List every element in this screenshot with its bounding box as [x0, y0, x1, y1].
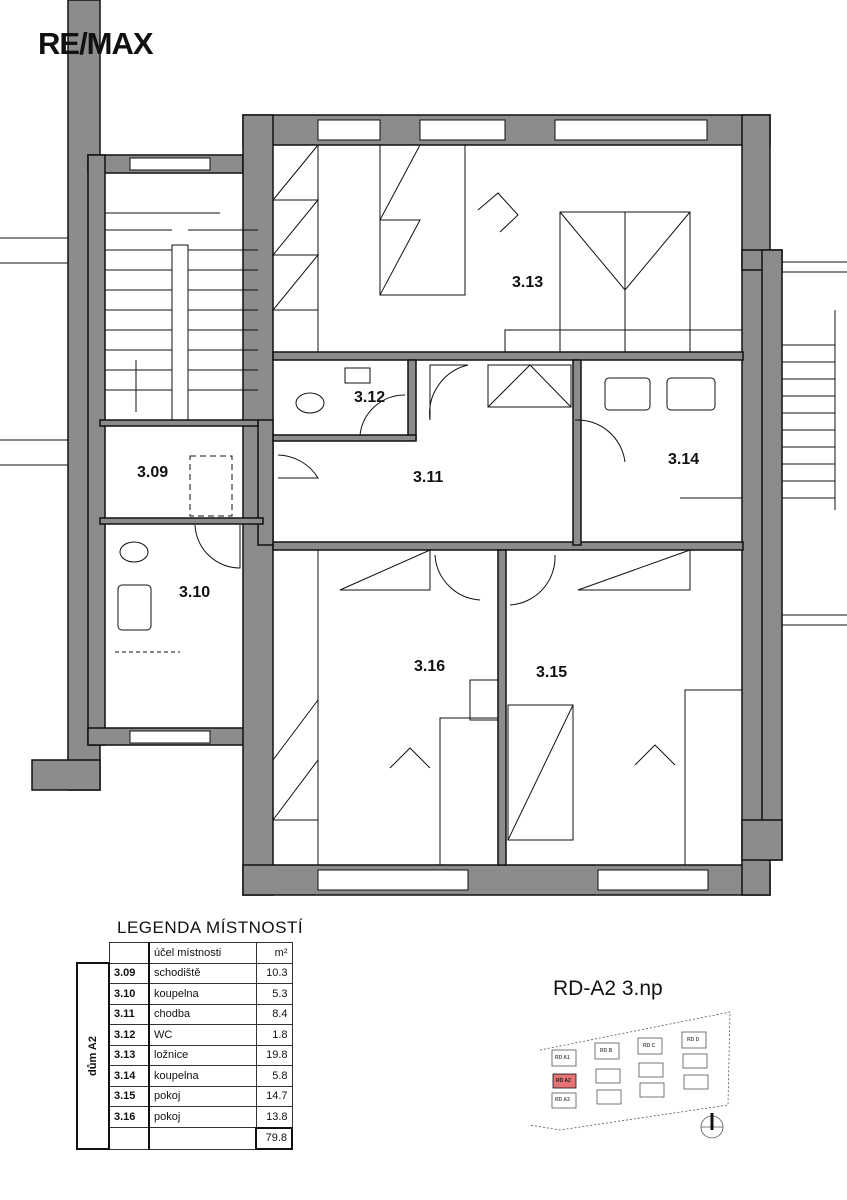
- site-label: RD A1: [555, 1055, 570, 1061]
- legend-side-label: dům A2: [87, 1036, 99, 1076]
- windows: [129, 119, 709, 891]
- legend-use: schodiště: [148, 962, 257, 984]
- site-label: RD B: [600, 1048, 613, 1054]
- legend-area: 14.7: [255, 1085, 293, 1107]
- legend-use: ložnice: [148, 1044, 257, 1066]
- room-label-3-10: 3.10: [179, 584, 211, 601]
- site-label: RD D: [687, 1037, 700, 1043]
- legend-area: 5.3: [255, 983, 293, 1005]
- legend-num: 3.16: [108, 1106, 150, 1128]
- legend-num: 3.09: [108, 962, 150, 984]
- legend-area: 1.8: [255, 1024, 293, 1046]
- legend-area: 10.3: [255, 962, 293, 984]
- exterior-stairs: [782, 344, 835, 499]
- interior-stairs: [105, 212, 258, 421]
- legend-header-area: m²: [255, 942, 293, 964]
- legend-header-use: účel místnosti: [148, 942, 257, 964]
- legend-num: 3.12: [108, 1024, 150, 1046]
- legend-use: pokoj: [148, 1085, 257, 1107]
- legend-num: 3.11: [108, 1003, 150, 1025]
- remax-logo: RE/MAX: [38, 26, 154, 61]
- legend-num: 3.15: [108, 1085, 150, 1107]
- legend-num: 3.14: [108, 1065, 150, 1087]
- room-label-3-14: 3.14: [668, 451, 700, 468]
- room-label-3-13: 3.13: [512, 274, 544, 291]
- legend-total: 79.8: [255, 1126, 293, 1150]
- room-label-3-12: 3.12: [354, 389, 386, 406]
- legend-area: 13.8: [255, 1106, 293, 1128]
- room-label-3-09: 3.09: [137, 464, 169, 481]
- site-label: RD C: [643, 1043, 656, 1049]
- room-label-3-11: 3.11: [413, 469, 444, 486]
- plan-title: RD-A2 3.np: [553, 977, 663, 1000]
- legend-use: pokoj: [148, 1106, 257, 1128]
- legend-num: 3.13: [108, 1044, 150, 1066]
- legend-area: 5.8: [255, 1065, 293, 1087]
- legend-title: LEGENDA MÍSTNOSTÍ: [117, 918, 304, 937]
- site-label: RD A3: [555, 1097, 570, 1103]
- legend-use: WC: [148, 1024, 257, 1046]
- legend-use: koupelna: [148, 983, 257, 1005]
- legend-use: chodba: [148, 1003, 257, 1025]
- site-label-highlight: RD A2: [556, 1078, 571, 1084]
- legend-area: 8.4: [255, 1003, 293, 1025]
- legend-num: 3.10: [108, 983, 150, 1005]
- legend-area: 19.8: [255, 1044, 293, 1066]
- room-label-3-16: 3.16: [414, 658, 446, 675]
- legend-use: koupelna: [148, 1065, 257, 1087]
- site-plan: [529, 1011, 731, 1139]
- room-label-3-15: 3.15: [536, 664, 568, 681]
